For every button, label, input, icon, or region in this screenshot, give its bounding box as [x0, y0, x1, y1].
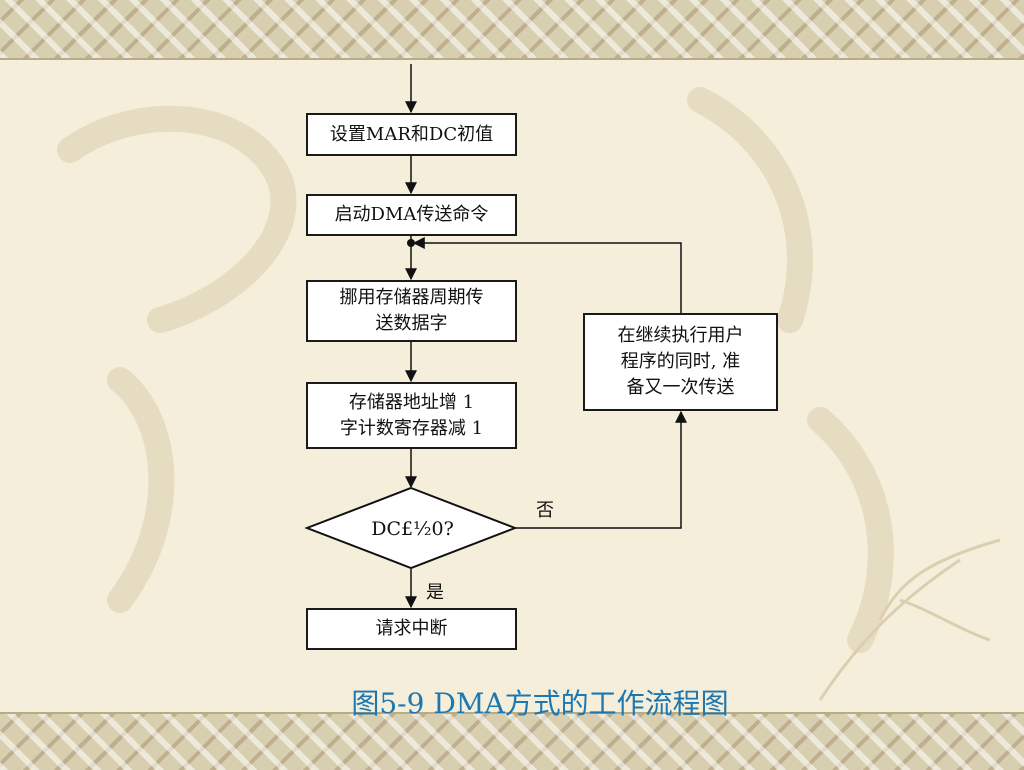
step-start-box: 启动DMA传送命令: [306, 194, 517, 236]
step-init-box: 设置MAR和DC初值: [306, 113, 517, 156]
step-start-label: 启动DMA传送命令: [334, 204, 489, 225]
step-interrupt-box: 请求中断: [306, 608, 517, 650]
edge-label-no: 否: [536, 500, 554, 521]
figure-caption: 图5-9 DMA方式的工作流程图: [351, 687, 729, 720]
step-transfer-line2: 送数据字: [375, 313, 448, 334]
step-continue-line1: 在继续执行用户: [617, 325, 744, 346]
decision-label: DC£½0?: [371, 518, 454, 540]
step-continue-line3: 备又一次传送: [626, 377, 735, 398]
step-update-line1: 存储器地址增 1: [348, 391, 475, 413]
junction-dot: [407, 239, 415, 247]
step-interrupt-label: 请求中断: [375, 618, 448, 639]
step-update-line2: 字计数寄存器减 1: [339, 417, 484, 439]
decorative-top-border: [0, 0, 1024, 60]
step-continue-box: 在继续执行用户 程序的同时, 准 备又一次传送: [583, 313, 778, 411]
step-continue-line2: 程序的同时, 准: [620, 351, 741, 372]
edge-label-yes: 是: [426, 582, 444, 603]
decorative-bottom-border: [0, 712, 1024, 770]
step-update-box: 存储器地址增 1 字计数寄存器减 1: [306, 382, 517, 449]
decision-diamond: [304, 486, 518, 570]
step-init-label: 设置MAR和DC初值: [329, 123, 494, 145]
step-transfer-line1: 挪用存储器周期传: [339, 287, 484, 308]
step-transfer-box: 挪用存储器周期传 送数据字: [306, 280, 517, 342]
arrow-loop-back: [412, 237, 682, 313]
arrow-no-branch: [515, 410, 687, 529]
